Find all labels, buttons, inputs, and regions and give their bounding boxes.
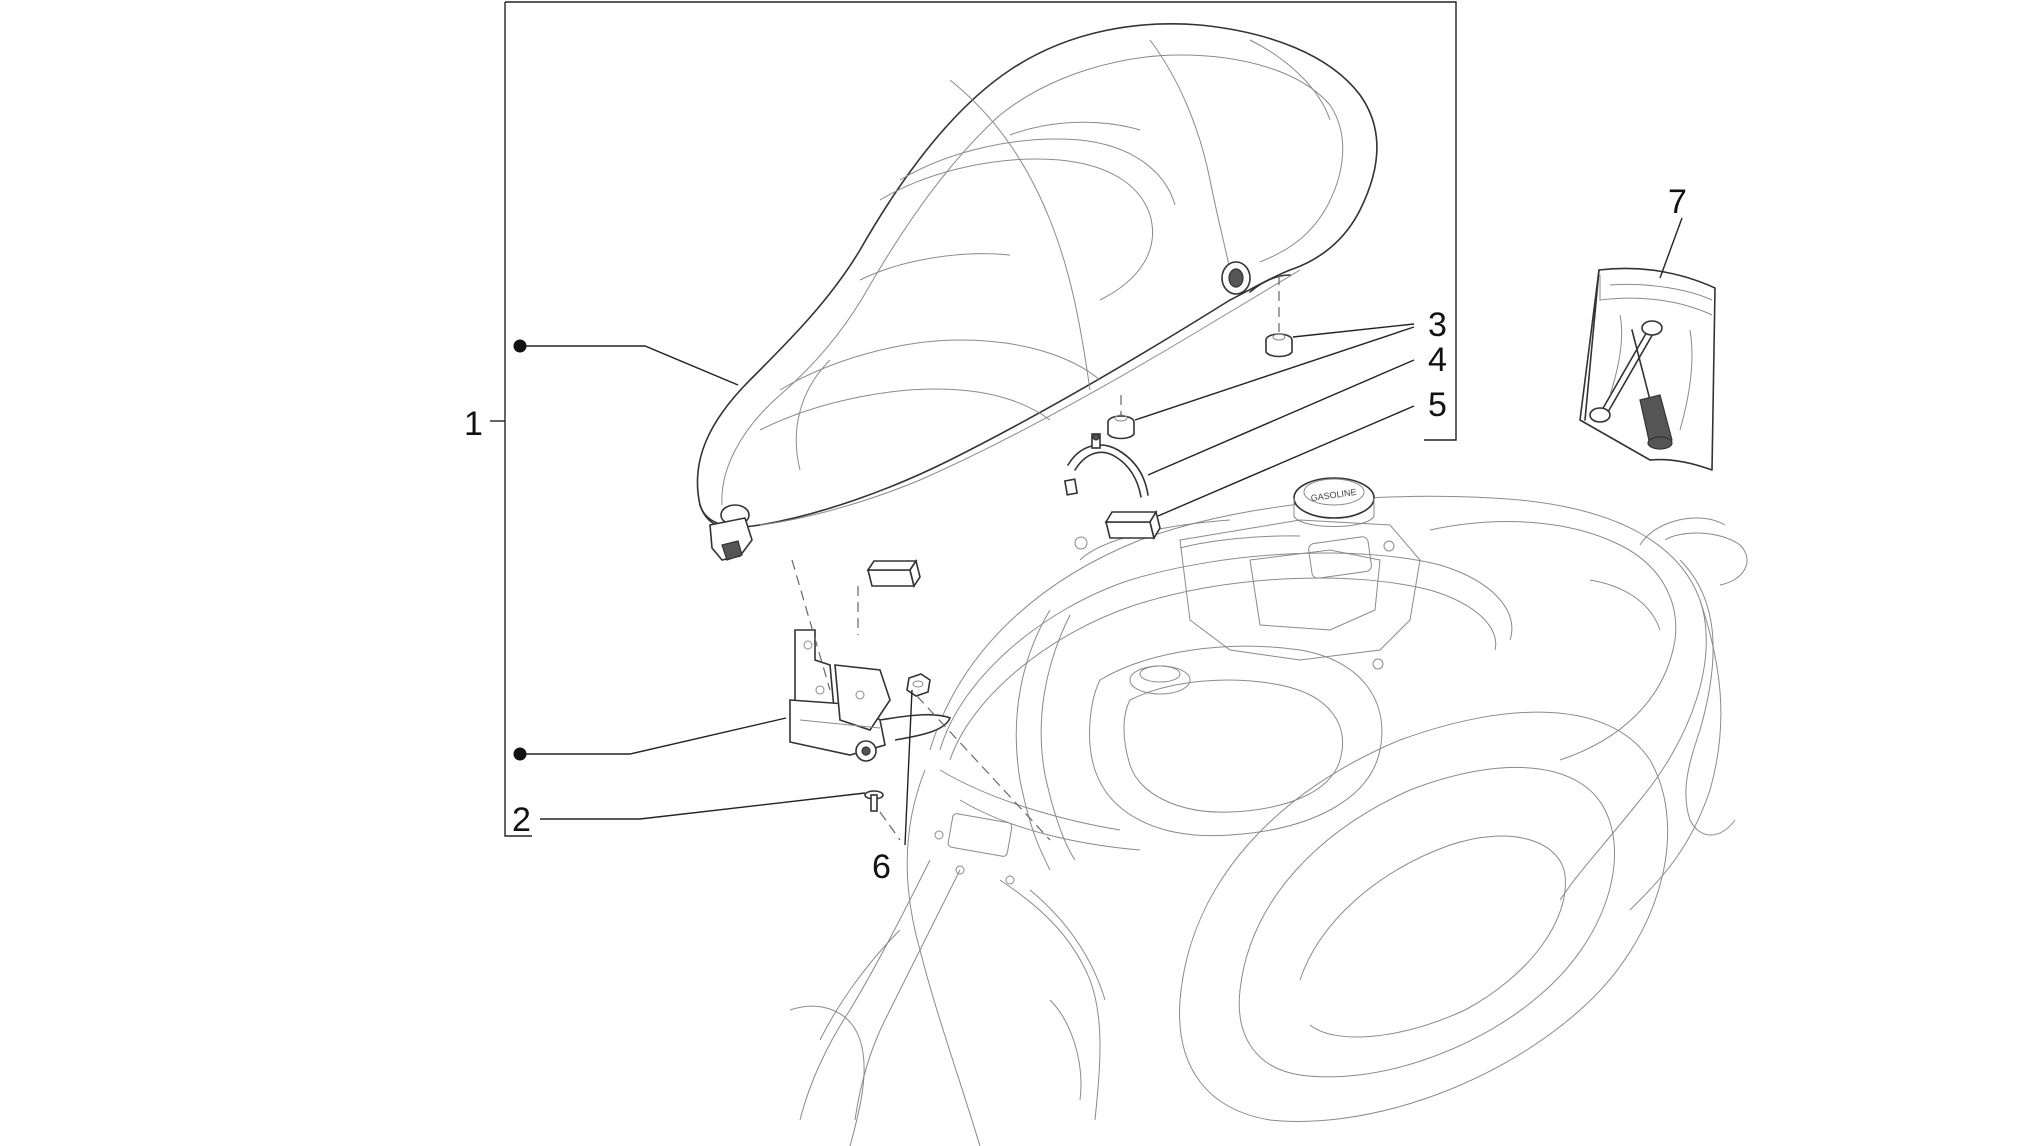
callout-numbers: 1 2 3 4 5 6 7	[464, 183, 1687, 886]
assembly-1-bracket	[490, 1, 1457, 837]
seat-front-latch	[709, 504, 753, 561]
tool-kit-bag	[1579, 267, 1716, 471]
seat-assembly	[696, 23, 1378, 561]
callout-6: 6	[872, 848, 891, 886]
callout-5: 5	[1428, 386, 1447, 424]
callout-3: 3	[1428, 306, 1447, 344]
rubber-pad-left	[866, 559, 921, 588]
rubber-buffer-front	[1107, 414, 1135, 440]
bullet-hinge	[513, 747, 527, 761]
seat-hinge-bracket	[789, 629, 952, 762]
seat-check-strap	[1063, 433, 1149, 498]
callout-7: 7	[1668, 183, 1687, 221]
hinge-nut	[906, 673, 931, 697]
callout-4: 4	[1428, 341, 1447, 379]
callout-1: 1	[464, 405, 483, 443]
hinge-screw	[864, 790, 884, 812]
rubber-pad-right	[1104, 509, 1161, 541]
callout-2: 2	[512, 801, 531, 839]
bullet-seat	[513, 339, 527, 353]
leader-lines	[513, 217, 1683, 846]
assembly-guide-lines	[791, 275, 1280, 841]
scooter-body-frame: GASOLINE	[789, 477, 1748, 1146]
rubber-buffer-rear	[1265, 333, 1293, 358]
